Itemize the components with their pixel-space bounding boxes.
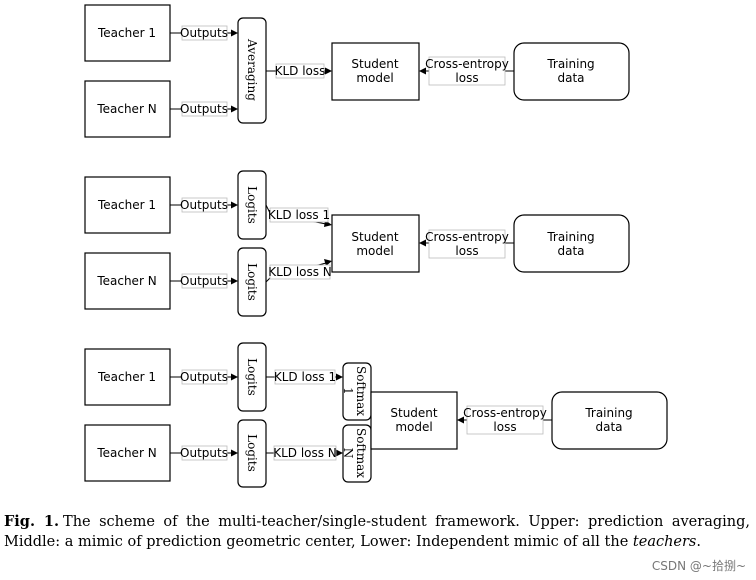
ce-label-2a: Cross-entropy: [425, 230, 509, 244]
training-label-1b: data: [557, 71, 584, 85]
teacher-n-label-2: Teacher N: [96, 274, 156, 288]
teacher-1-label-2: Teacher 1: [97, 198, 156, 212]
student-model-box-3: [370, 391, 458, 450]
ce-label-1a: Cross-entropy: [425, 57, 509, 71]
student-label-1a: Student: [351, 57, 399, 71]
student-label-3a: Student: [390, 406, 438, 420]
logits-label-3: Logits: [245, 358, 259, 396]
caption-text: The scheme of the multi-teacher/single-s…: [4, 514, 750, 550]
averaging-label: Averaging: [245, 38, 259, 101]
student-model-box-2: [331, 214, 420, 273]
outputs-label-6: Outputs: [180, 446, 228, 460]
row-averaging: Teacher 1 Teacher N Outputs Outputs Aver…: [84, 4, 630, 138]
row-independent-mimic: Teacher 1 Teacher N Outputs Outputs Logi…: [84, 342, 668, 488]
caption-end: .: [696, 534, 701, 550]
teacher-n-label-3: Teacher N: [96, 446, 156, 460]
training-label-2a: Training: [546, 230, 594, 244]
watermark: CSDN @~拾捌~: [651, 559, 746, 573]
student-label-1b: model: [356, 71, 393, 85]
figure-number: Fig. 1.: [4, 513, 60, 530]
training-data-box-2: [513, 214, 630, 273]
softmax-index-n: N: [341, 448, 355, 459]
teacher-n-box: [84, 80, 171, 138]
softmax-box-n: [342, 424, 372, 483]
ce-label-2b: loss: [455, 244, 478, 258]
outputs-label-1: Outputs: [180, 26, 228, 40]
figure-caption: Fig. 1.The scheme of the multi-teacher/s…: [4, 512, 750, 552]
ce-label-3a: Cross-entropy: [463, 406, 547, 420]
caption-italic: teachers: [632, 534, 697, 550]
ce-label-3b: loss: [493, 420, 516, 434]
student-label-3b: model: [395, 420, 432, 434]
logits-label-1: Logits: [245, 186, 259, 224]
kld-loss-label: KLD loss: [275, 64, 326, 78]
teacher-1-label-3: Teacher 1: [97, 370, 156, 384]
training-data-box-1: [513, 42, 630, 101]
logits-label-2: Logits: [245, 263, 259, 301]
outputs-label-5: Outputs: [180, 370, 228, 384]
student-model-box-1: [331, 42, 420, 101]
student-label-2a: Student: [351, 230, 399, 244]
teacher-n-box-2: [84, 252, 171, 310]
teacher-1-box-3: [84, 348, 171, 406]
teacher-n-label: Teacher N: [96, 102, 156, 116]
outputs-label-3: Outputs: [180, 198, 228, 212]
outputs-label-2: Outputs: [180, 102, 228, 116]
training-label-3b: data: [595, 420, 622, 434]
training-label-3a: Training: [584, 406, 632, 420]
kld-loss-1-label-3: KLD loss 1: [274, 370, 336, 384]
softmax-label-1: Softmax: [354, 366, 368, 416]
training-data-box-3: [551, 391, 668, 450]
kld-loss-n-label: KLD loss N: [268, 265, 332, 279]
softmax-index-1: 1: [341, 387, 355, 395]
ce-label-1b: loss: [455, 71, 478, 85]
row-geometric-center: Teacher 1 Teacher N Outputs Outputs Logi…: [84, 170, 630, 317]
framework-diagram: Teacher 1 Teacher N Outputs Outputs Aver…: [84, 4, 668, 488]
kld-loss-1-label: KLD loss 1: [268, 208, 330, 222]
teacher-1-box: [84, 4, 171, 62]
training-label-2b: data: [557, 244, 584, 258]
student-label-2b: model: [356, 244, 393, 258]
training-label-1a: Training: [546, 57, 594, 71]
teacher-1-label: Teacher 1: [97, 26, 156, 40]
outputs-label-4: Outputs: [180, 274, 228, 288]
teacher-n-box-3: [84, 424, 171, 482]
softmax-label-n: Softmax: [354, 428, 368, 478]
logits-label-4: Logits: [245, 434, 259, 472]
kld-loss-n-label-3: KLD loss N: [273, 446, 337, 460]
